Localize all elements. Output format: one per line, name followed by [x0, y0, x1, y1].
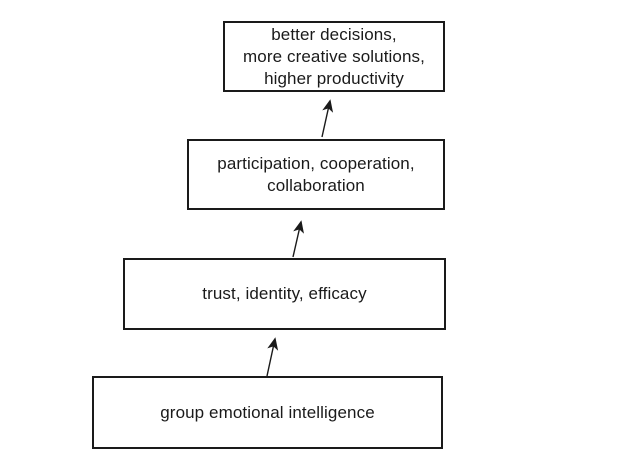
box-beliefs: trust, identity, efficacy [123, 258, 446, 330]
box-behaviors: participation, cooperation, collaboratio… [187, 139, 445, 210]
box-foundation: group emotional intelligence [92, 376, 443, 449]
arrow-behaviors-to-outcomes-icon [321, 99, 334, 138]
arrow-beliefs-to-behaviors-icon [292, 220, 304, 258]
box-outcomes: better decisions, more creative solution… [223, 21, 445, 92]
arrow-foundation-to-beliefs-icon [266, 337, 279, 377]
